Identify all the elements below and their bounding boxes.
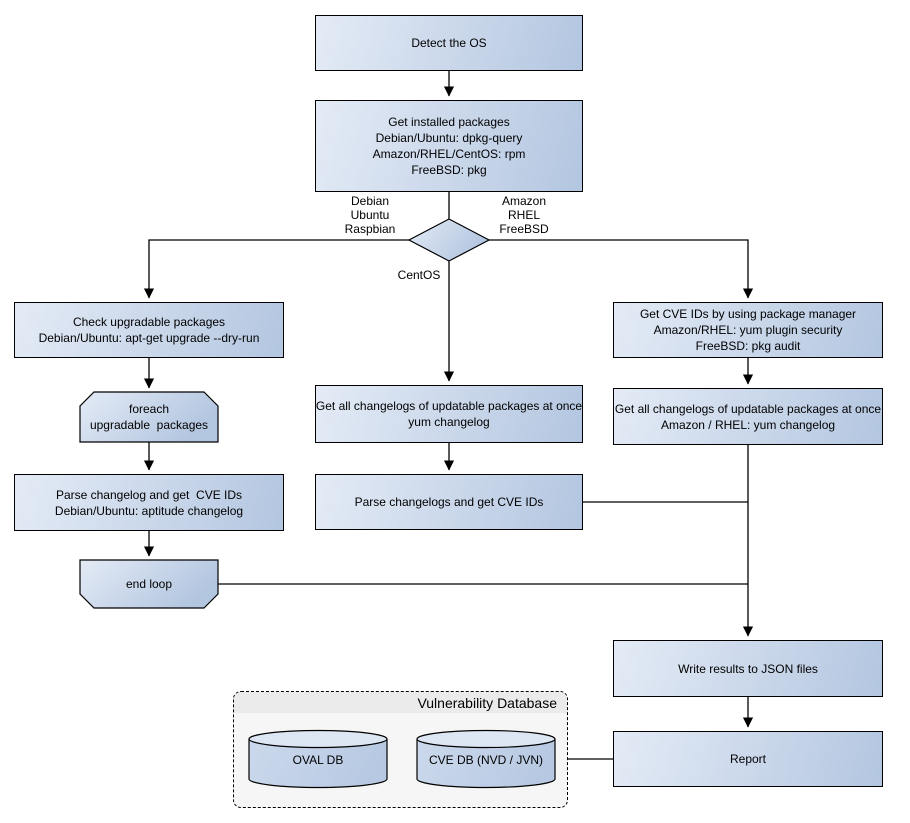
end-loop-shape	[79, 559, 219, 609]
node-label: upgradable packages	[89, 418, 209, 432]
node-label: Report	[729, 752, 767, 766]
branch-label-line: Ubuntu	[350, 208, 390, 222]
node-label: Amazon/RHEL: yum plugin security	[653, 323, 843, 337]
node-label: Debian/Ubuntu: dpkg-query	[375, 131, 523, 145]
branch-label-line: Debian	[350, 194, 390, 208]
node-label: Write results to JSON files	[678, 661, 818, 676]
os-decision-diamond	[407, 218, 491, 262]
oval-db-label: OVAL DB	[292, 753, 344, 767]
node-get-cve-ids-package-manager: Get CVE IDs by using package manager Ama…	[613, 302, 883, 358]
node-label: Parse changelogs and get CVE IDs	[354, 495, 544, 509]
branch-label-line: Amazon	[501, 194, 547, 208]
node-label: Get all changelogs of updatable packages…	[315, 399, 583, 413]
node-detect-os: Detect the OS	[315, 15, 583, 71]
node-check-upgradable-packages: Check upgradable packages Debian/Ubuntu:…	[14, 302, 284, 358]
branch-label-amazon: Amazon RHEL FreeBSD	[476, 194, 572, 236]
branch-label-centos: CentOS	[379, 268, 459, 282]
node-label: Parse changelog and get CVE IDs	[55, 487, 243, 502]
node-label: FreeBSD: pkg	[411, 163, 487, 177]
branch-label-debian: Debian Ubuntu Raspbian	[322, 194, 418, 236]
node-write-results-json: Write results to JSON files	[613, 640, 883, 697]
node-label: Get installed packages	[388, 115, 510, 129]
foreach-loop-shape	[79, 391, 219, 443]
foreach-loop-label: foreach upgradable packages	[80, 392, 218, 442]
node-label: FreeBSD: pkg audit	[695, 339, 801, 353]
node-get-installed-packages: Get installed packages Debian/Ubuntu: dp…	[315, 100, 583, 192]
node-label: Debian/Ubuntu: apt-get upgrade --dry-run	[38, 331, 260, 345]
node-label: Amazon / RHEL: yum changelog	[660, 417, 836, 432]
node-parse-changelogs-centos: Parse changelogs and get CVE IDs	[315, 474, 583, 530]
node-report: Report	[613, 731, 883, 787]
node-parse-changelog-debian: Parse changelog and get CVE IDs Debian/U…	[14, 474, 284, 531]
node-label: end loop	[125, 577, 173, 591]
cve-db-label: CVE DB (NVD / JVN)	[428, 753, 543, 767]
edge-decision-to-amazon-branch	[488, 239, 754, 299]
branch-label-line: Raspbian	[344, 222, 396, 236]
node-get-changelogs-centos: Get all changelogs of updatable packages…	[315, 385, 583, 443]
node-label: Amazon/RHEL/CentOS: rpm	[372, 147, 526, 161]
end-loop-label: end loop	[80, 560, 218, 608]
node-get-changelogs-amazon-rhel: Get all changelogs of updatable packages…	[613, 388, 883, 445]
vulnerability-database-title: Vulnerability Database	[417, 694, 557, 711]
node-label: Get CVE IDs by using package manager	[639, 307, 857, 321]
node-label: yum changelog	[408, 415, 490, 429]
node-label: Get all changelogs of updatable packages…	[614, 401, 882, 416]
node-label: Detect the OS	[411, 36, 487, 50]
branch-label-line: FreeBSD	[499, 222, 549, 236]
vulnerability-database-header: Vulnerability Database	[234, 692, 567, 713]
node-label: Check upgradable packages	[72, 315, 226, 329]
node-label: foreach	[128, 402, 170, 416]
node-label: Debian/Ubuntu: aptitude changelog	[54, 503, 244, 518]
branch-label-line: RHEL	[507, 208, 540, 222]
branch-label-line: CentOS	[397, 268, 441, 282]
edge-decision-to-debian-branch	[143, 239, 410, 299]
